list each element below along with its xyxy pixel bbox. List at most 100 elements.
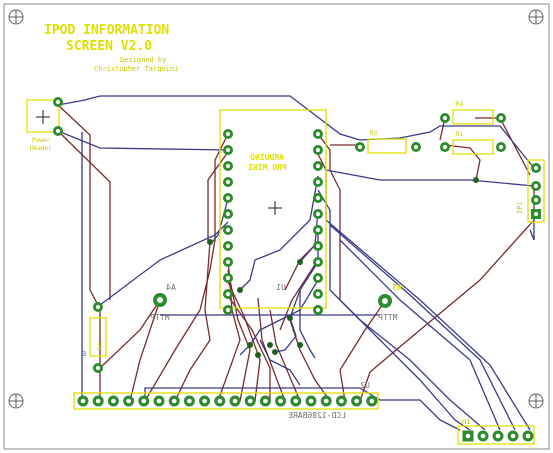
resistor-pad-drill [498, 144, 504, 150]
resistor-r3-label: R3 [370, 130, 378, 137]
title-line-3: Designed by [120, 56, 166, 64]
lcd-pin-drill [308, 398, 314, 404]
lcd-pin-drill [293, 398, 299, 404]
arduino-pin-right-drill [315, 131, 321, 137]
via [247, 342, 253, 348]
lcd-pin-drill [187, 398, 192, 404]
arduino-pin-left-drill [225, 179, 231, 185]
arduino-pin-right-drill [315, 275, 321, 281]
pad-layer [53, 97, 541, 442]
arduino-pin-left-drill [225, 259, 231, 265]
power-jack-center-mark [36, 110, 50, 124]
board-outline [3, 3, 550, 450]
power-label: Power [32, 137, 50, 144]
arduino-pin-right-drill [315, 163, 321, 169]
header-pin-drill [533, 197, 539, 203]
header-pin-drill [533, 183, 539, 189]
power-pin-drill [55, 99, 61, 105]
title-block: IPOD INFORMATION SCREEN V2.0 Designed by… [44, 23, 178, 73]
lcd-pin-drill [232, 398, 238, 404]
power-pin-drill [55, 128, 61, 134]
arduino-pin-right-drill [315, 243, 321, 249]
bottom-header-pin-drill [480, 433, 486, 439]
switch-pad-drill [157, 297, 163, 303]
arduino-sub-label: PRO MINI [248, 163, 287, 172]
resistor-pad-drill [442, 115, 448, 121]
lcd-pin-drill [202, 398, 207, 404]
lcd-pin-drill [111, 398, 116, 404]
arduino-pin-right-drill [315, 195, 321, 201]
lcd-pin-drill [263, 398, 268, 404]
via [207, 239, 213, 245]
bottom-header-pin-drill [510, 433, 516, 439]
resistor-r1b-outline [452, 139, 494, 155]
lcd-pin-drill [339, 398, 344, 404]
component-labels: ARDUINO PRO MINI U1 MTTP MTTP A4 A5 LCD-… [30, 101, 524, 426]
lcd-pin-drill [171, 398, 177, 404]
arduino-pin-right-drill [315, 307, 321, 313]
lcd-pin-drill [369, 398, 375, 404]
arduino-pin-right-drill [315, 179, 321, 185]
power-jack-outline [26, 99, 60, 133]
component-outlines [26, 99, 545, 445]
arduino-pin-left-drill [225, 195, 231, 201]
via [287, 315, 293, 321]
header-pin-drill [533, 211, 539, 217]
lcd-pin-drill [217, 398, 223, 404]
top-traces [57, 95, 535, 431]
via [255, 352, 261, 358]
resistor-r4-label: R4 [456, 101, 464, 108]
bottom-header-label: H1 [462, 418, 470, 426]
via [297, 342, 303, 348]
resistor-pad-drill [95, 304, 101, 310]
arduino-pin-left-drill [225, 227, 231, 233]
resistor-r3-outline [367, 138, 407, 154]
header-pins-label: Header [30, 145, 52, 152]
switch-right-label: A5 [392, 283, 402, 292]
lcd-pin-drill [247, 398, 253, 404]
header-ip1-outline [527, 159, 545, 223]
resistor-vertical-outline [89, 317, 107, 357]
arduino-center-mark [268, 201, 282, 215]
bottom-header-outline [457, 425, 535, 445]
lcd-pin-drill [323, 398, 329, 404]
tact-right-label: MTTP [378, 313, 397, 322]
tact-left-label: MTTP [150, 313, 169, 322]
resistor-pad-drill [413, 144, 419, 150]
resistor-pad-drill [498, 115, 504, 121]
title-line-4: Christopher Tarquini [94, 65, 178, 73]
header-pin-drill [533, 165, 539, 171]
bottom-header-pin-drill [525, 433, 531, 439]
lcd-pin-drill [126, 398, 131, 404]
arduino-pin-left-drill [225, 275, 231, 281]
ic-pin-label: IP1 [516, 201, 524, 214]
arduino-outline [219, 109, 327, 309]
arduino-pin-right-drill [315, 227, 321, 233]
lcd-pin-drill [141, 398, 147, 404]
via [473, 177, 479, 183]
lcd-pin-drill [278, 398, 283, 404]
arduino-pin-right-drill [315, 291, 321, 297]
title-line-1: IPOD INFORMATION [44, 23, 169, 38]
bottom-header-pin-drill [495, 433, 501, 439]
arduino-pin-left-drill [225, 211, 231, 217]
vertical-resistor-label: R4 [97, 342, 104, 350]
via [267, 342, 273, 348]
resistor-pad-drill [357, 144, 363, 150]
lcd-pin-drill [156, 398, 162, 404]
resistor-r1-outline [452, 109, 494, 125]
via [237, 287, 243, 293]
title-line-2: SCREEN V2.0 [66, 39, 152, 54]
u1-label: U1 [276, 283, 286, 292]
bottom-header-pin-drill [465, 433, 471, 439]
via [272, 349, 278, 355]
lcd-label: LCD-1286BARE [288, 411, 346, 420]
lcd-pin-drill [95, 398, 101, 404]
lcd-pin-drill [80, 398, 86, 404]
resistor-pad-drill [442, 144, 448, 150]
switch-left-label: A4 [166, 283, 176, 292]
mounting-holes [8, 9, 544, 409]
bottom-traces [57, 104, 535, 402]
switch-pad-drill [382, 298, 388, 304]
arduino-pin-left-drill [225, 131, 231, 137]
